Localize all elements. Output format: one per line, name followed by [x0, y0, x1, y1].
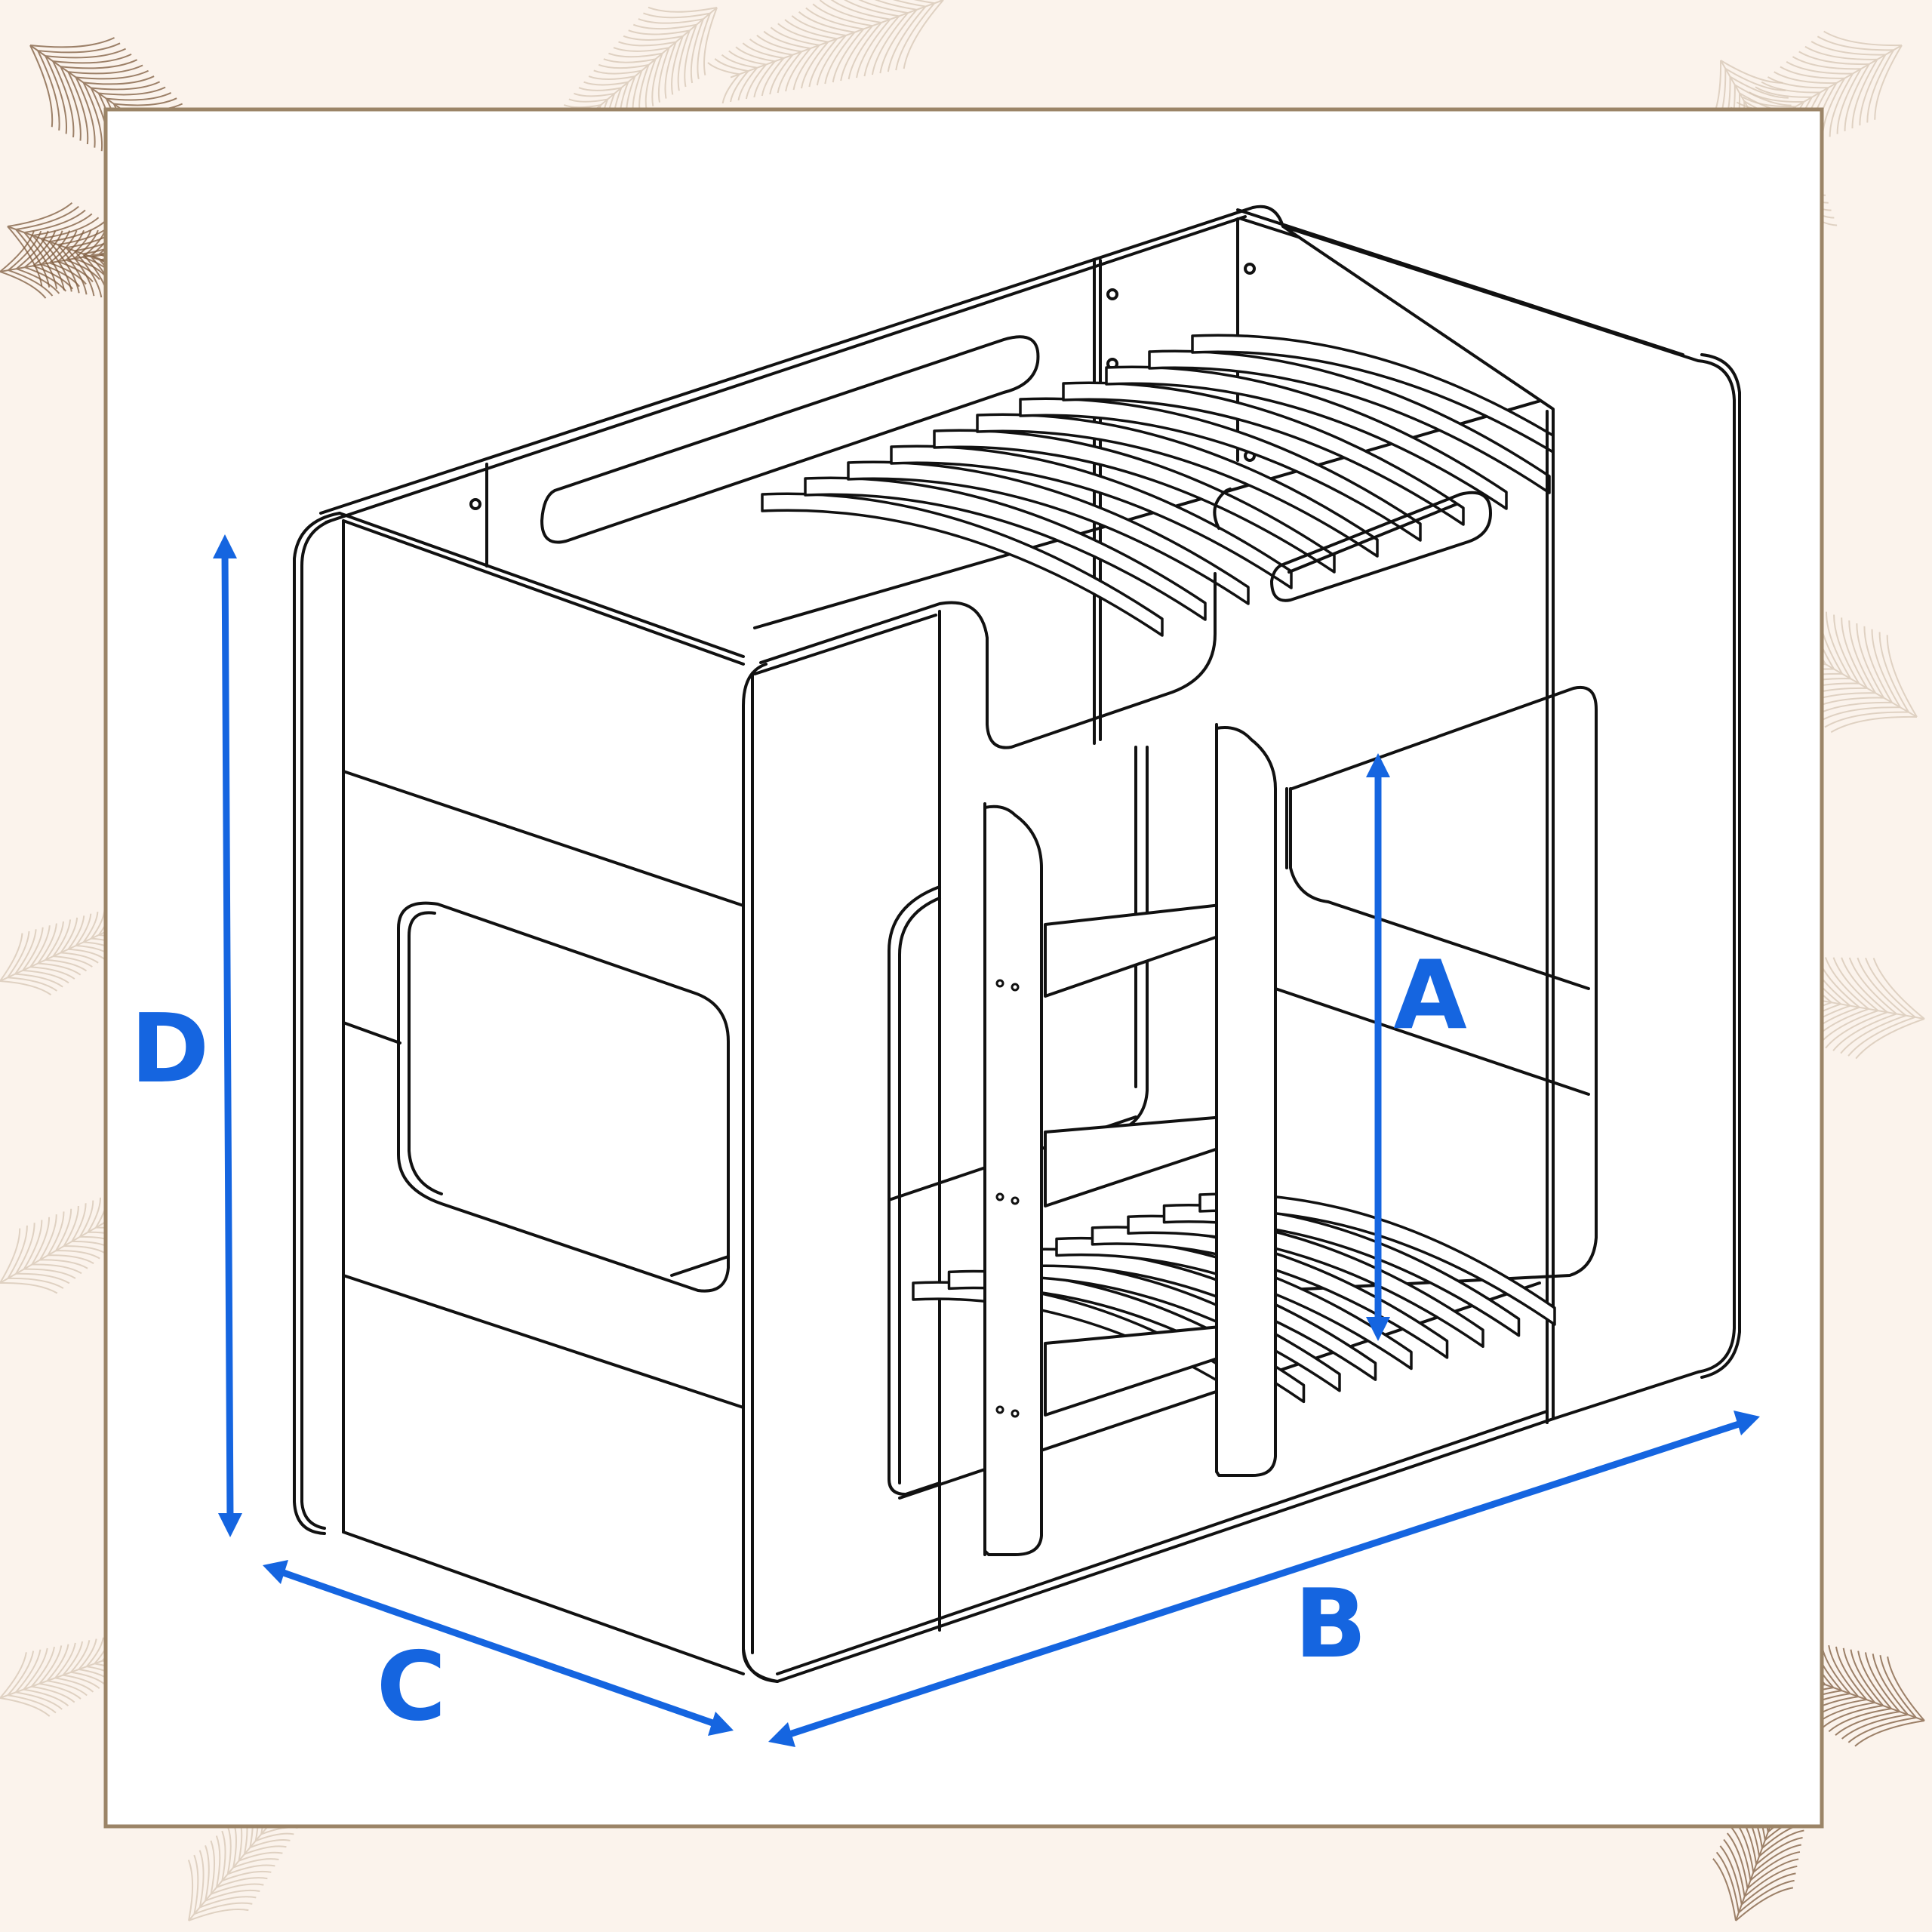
fern-frond	[707, 0, 944, 104]
dimension-arrow-c	[263, 1560, 734, 1736]
label-d: D	[131, 993, 210, 1104]
label-b: B	[1294, 1568, 1367, 1679]
label-a: A	[1393, 940, 1467, 1051]
slat	[1062, 381, 1465, 526]
label-c: C	[377, 1631, 446, 1742]
slat	[1148, 349, 1551, 494]
ladder-left-rail	[983, 804, 1043, 1556]
slat	[847, 460, 1250, 605]
slat	[933, 429, 1336, 574]
top-bunk-slats	[761, 334, 1594, 637]
ladder-right-rail	[1215, 726, 1277, 1477]
dimension-arrows	[213, 534, 1760, 1747]
dimension-arrow-a	[1366, 753, 1390, 1341]
dimension-arrow-b	[768, 1411, 1760, 1747]
front-panel-edge	[742, 1647, 779, 1683]
dimension-arrow-d	[213, 534, 242, 1537]
front-corner-post	[742, 572, 1555, 1683]
slat	[1019, 397, 1422, 542]
slat	[761, 492, 1164, 637]
slat	[890, 445, 1293, 589]
bunk-bed-drawing	[293, 205, 1741, 1683]
dimension-labels: A B C D	[131, 940, 1467, 1742]
ladder	[983, 723, 1277, 1556]
slat	[804, 476, 1207, 621]
slat	[976, 413, 1379, 558]
right-end-panel	[1213, 225, 1741, 1424]
slat	[1105, 365, 1508, 510]
left-end-panel	[293, 512, 745, 1675]
